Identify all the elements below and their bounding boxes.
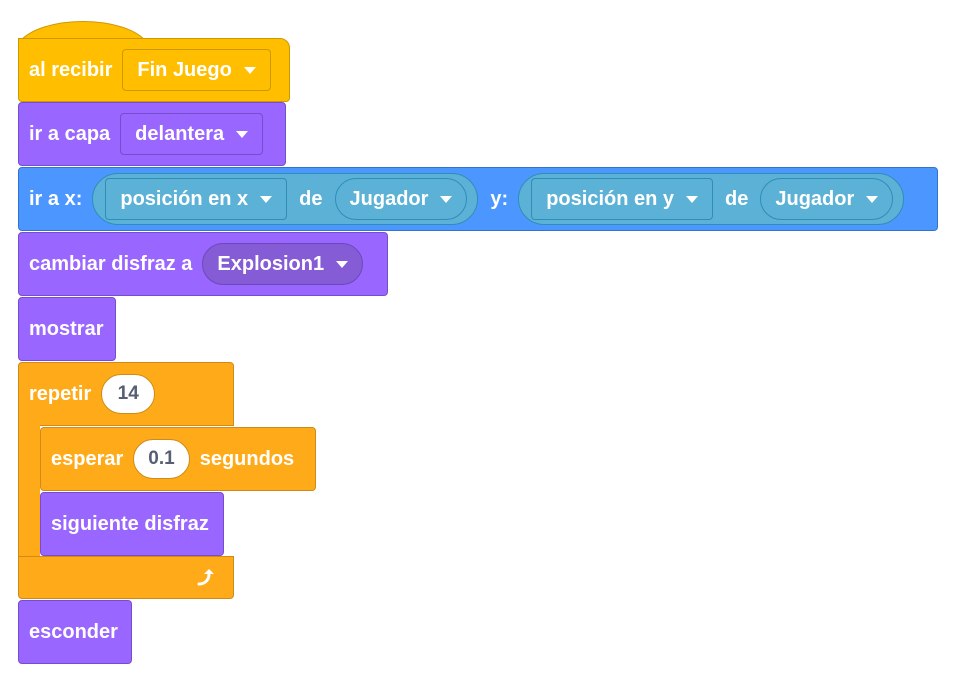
hide-label: esconder — [29, 620, 118, 643]
x-of-label: de — [299, 187, 323, 210]
message-dropdown[interactable]: Fin Juego — [122, 49, 271, 91]
when-i-receive-block[interactable]: al recibir Fin Juego — [18, 38, 290, 102]
y-sprite-dropdown[interactable]: Jugador — [760, 178, 894, 220]
loop-arrow-icon — [197, 568, 214, 585]
chevron-down-icon — [686, 195, 699, 203]
repeat-block-arm — [18, 425, 40, 557]
chevron-down-icon — [336, 260, 349, 268]
chevron-down-icon — [260, 195, 273, 203]
y-attribute-value: posición en y — [546, 187, 675, 210]
next-costume-block[interactable]: siguiente disfraz — [40, 492, 224, 556]
chevron-down-icon — [440, 195, 453, 203]
when-i-receive-label: al recibir — [29, 58, 113, 81]
x-sprite-dropdown[interactable]: Jugador — [334, 178, 468, 220]
hide-block[interactable]: esconder — [18, 600, 132, 664]
next-costume-label: siguiente disfraz — [51, 512, 209, 535]
go-to-xy-block[interactable]: ir a x: posición en x de Jugador y: posi… — [18, 167, 938, 231]
y-attribute-dropdown[interactable]: posición en y — [531, 178, 714, 220]
x-attribute-value: posición en x — [120, 187, 249, 210]
x-sprite-value: Jugador — [349, 187, 429, 210]
show-label: mostrar — [29, 317, 104, 340]
costume-value: Explosion1 — [217, 252, 325, 275]
x-attribute-dropdown[interactable]: posición en x — [105, 178, 288, 220]
wait-block[interactable]: esperar 0.1 segundos — [40, 427, 316, 491]
repeat-label: repetir — [29, 382, 92, 405]
costume-dropdown[interactable]: Explosion1 — [202, 243, 364, 285]
repeat-block-footer — [18, 556, 234, 599]
go-to-y-label: y: — [490, 187, 509, 210]
layer-value: delantera — [135, 122, 225, 145]
y-of-label: de — [725, 187, 749, 210]
wait-unit-label: segundos — [199, 447, 295, 470]
x-position-reporter[interactable]: posición en x de Jugador — [92, 173, 479, 225]
chevron-down-icon — [236, 130, 249, 138]
switch-costume-block[interactable]: cambiar disfraz a Explosion1 — [18, 232, 388, 296]
show-block[interactable]: mostrar — [18, 297, 116, 361]
repeat-count-input[interactable]: 14 — [101, 374, 156, 414]
go-to-x-label: ir a x: — [29, 187, 83, 210]
wait-seconds-input[interactable]: 0.1 — [133, 439, 190, 479]
switch-costume-label: cambiar disfraz a — [29, 252, 193, 275]
y-sprite-value: Jugador — [775, 187, 855, 210]
y-position-reporter[interactable]: posición en y de Jugador — [518, 173, 905, 225]
chevron-down-icon — [866, 195, 879, 203]
message-value: Fin Juego — [137, 58, 232, 81]
wait-label: esperar — [51, 447, 124, 470]
chevron-down-icon — [243, 66, 256, 74]
go-to-layer-label: ir a capa — [29, 122, 111, 145]
repeat-block[interactable]: repetir 14 — [18, 362, 234, 426]
go-to-layer-block[interactable]: ir a capa delantera — [18, 102, 286, 166]
layer-dropdown[interactable]: delantera — [120, 113, 264, 155]
